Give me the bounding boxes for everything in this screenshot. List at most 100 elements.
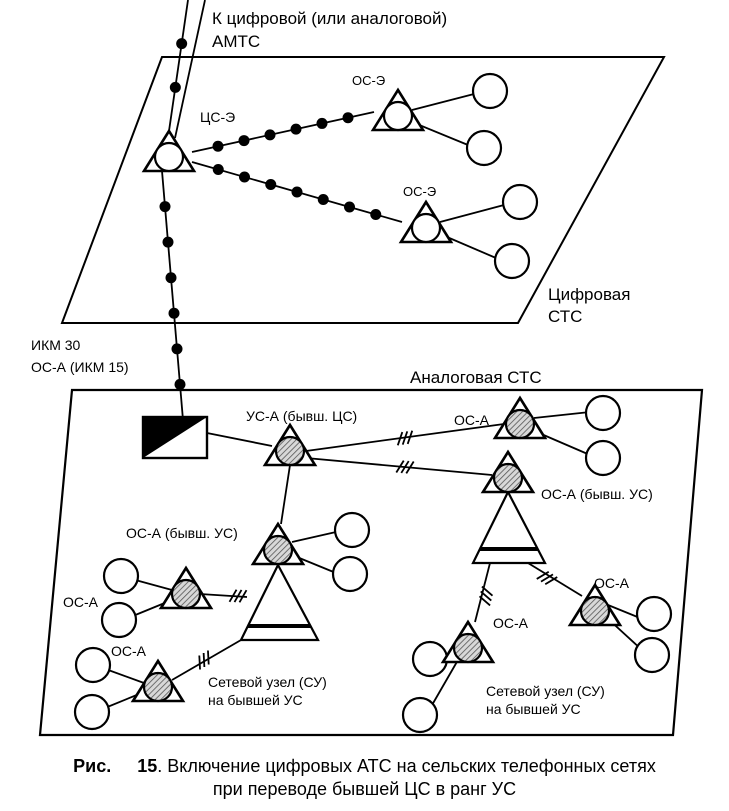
label-os-a-bottom-left: ОС-А: [111, 643, 147, 659]
label-os-a-former-us-right: ОС-А (бывш. УС): [541, 486, 653, 502]
label-to-amts-line1: К цифровой (или аналоговой): [212, 9, 447, 28]
label-os-a-left: ОС-А: [63, 594, 99, 610]
us-a-node: [262, 422, 318, 467]
link: [206, 432, 273, 447]
label-digital-network-line2: СТС: [548, 307, 582, 326]
slash-mark: [536, 570, 550, 580]
digital-dot: [169, 81, 181, 93]
subscriber-icon: [635, 595, 673, 633]
analog-exchange-icon: [579, 595, 611, 627]
subscriber-icon: [471, 72, 509, 110]
multichannel-mark-4: [536, 570, 558, 586]
os-a-former-us-left-node: [250, 521, 306, 566]
digital-dot: [212, 140, 224, 152]
digital-dot: [171, 343, 183, 355]
digital-dot: [162, 236, 174, 248]
amts-analog-link: [174, 0, 206, 139]
analog-exchange-icon: [504, 408, 536, 440]
slash-mark: [238, 589, 248, 603]
subscriber-icon: [493, 242, 531, 280]
digital-exchange-icon: [382, 100, 414, 132]
subscriber-icon: [333, 511, 371, 549]
digital-dot: [238, 135, 250, 147]
slash-mark: [395, 460, 405, 473]
slash-mark: [228, 589, 238, 603]
amts-digital-trunk: [168, 0, 189, 132]
label-digital-hub: ЦС-Э: [200, 109, 235, 125]
link: [280, 464, 291, 525]
analog-exchange-icon: [492, 462, 524, 494]
figure-number: 15: [137, 756, 158, 776]
label-digital-network-line1: Цифровая: [548, 285, 630, 304]
network-node-left: [239, 562, 320, 642]
figure-caption-text1: . Включение цифровых АТС на сельских тел…: [157, 756, 656, 776]
slash-mark: [401, 431, 409, 445]
slash-mark: [481, 585, 494, 597]
label-os-a-former-us-left: ОС-А (бывш. УС): [126, 525, 238, 541]
analog-exchange-icon: [262, 534, 294, 566]
analog-exchange-icon: [170, 578, 202, 610]
label-os-a-ikm15: ОС-А (ИКМ 15): [31, 359, 129, 375]
link: [291, 531, 337, 543]
subscriber-icon: [102, 557, 140, 595]
digital-dot: [212, 164, 224, 175]
label-network-node-right-line2: на бывшей УС: [486, 701, 581, 717]
label-os-a-bottom-mid: ОС-А: [493, 615, 529, 631]
subscriber-icon: [411, 640, 449, 678]
slash-mark: [198, 655, 201, 670]
label-network-node-right-line1: Сетевой узел (СУ): [486, 683, 605, 699]
digital-dot: [159, 201, 171, 213]
digital-hub-node: [141, 128, 197, 173]
subscriber-icon: [73, 693, 111, 731]
analog-exchange-icon: [142, 671, 174, 703]
digital-exchange-icon: [153, 141, 185, 173]
label-ikm30: ИКМ 30: [31, 337, 81, 353]
digital-dot: [176, 38, 188, 50]
multichannel-mark-2: [395, 460, 415, 474]
digital-trunk-os2: [191, 161, 403, 223]
subscriber-icon: [100, 601, 138, 639]
subscriber-icon: [584, 439, 622, 477]
digital-dot: [265, 179, 277, 190]
figure-caption-line2: при переводе бывшей ЦС в ранг УС: [212, 779, 517, 799]
slash-mark: [406, 430, 414, 445]
os-a-top-right-node: [492, 395, 548, 440]
os-a-left-node: [158, 565, 214, 610]
label-digital-os-2: ОС-Э: [403, 184, 436, 199]
label-to-amts-line2: АМТС: [212, 32, 260, 51]
label-os-a-top-right: ОС-А: [454, 412, 490, 428]
digital-links: [159, 0, 403, 421]
digital-dot: [370, 209, 382, 220]
link: [411, 93, 475, 111]
slash-mark: [544, 576, 558, 586]
digital-dot: [291, 186, 303, 198]
multichannel-mark-1: [396, 430, 414, 446]
multichannel-mark-6: [198, 650, 210, 670]
digital-exchange-icon: [410, 212, 442, 244]
digital-trunk-line: [161, 170, 184, 421]
digital-dot: [168, 307, 180, 319]
digital-network-plane: [60, 56, 666, 324]
label-us-a-former-cs: УС-А (бывш. ЦС): [246, 408, 357, 424]
digital-dot: [165, 272, 177, 284]
slash-mark: [400, 460, 410, 474]
network-node-triangle-icon: [239, 562, 320, 642]
digital-dot: [316, 117, 328, 129]
os-a-bottom-left-node: [130, 658, 186, 703]
subscriber-icon: [401, 696, 439, 734]
link: [439, 204, 505, 223]
os-a-bottom-mid-node: [440, 619, 496, 664]
digital-dot: [344, 201, 355, 213]
subscriber-icon: [633, 636, 671, 674]
analog-network-plane: [38, 388, 704, 737]
digital-dot: [174, 378, 186, 390]
digital-dot: [342, 112, 354, 124]
link: [199, 593, 248, 598]
label-network-node-left-line1: Сетевой узел (СУ): [208, 674, 327, 690]
figure-prefix: Рис.: [73, 756, 112, 776]
analog-exchange-icon: [274, 435, 306, 467]
label-os-a-bottom-right: ОС-А: [594, 575, 630, 591]
slash-mark: [405, 461, 415, 474]
digital-dot: [290, 123, 302, 135]
